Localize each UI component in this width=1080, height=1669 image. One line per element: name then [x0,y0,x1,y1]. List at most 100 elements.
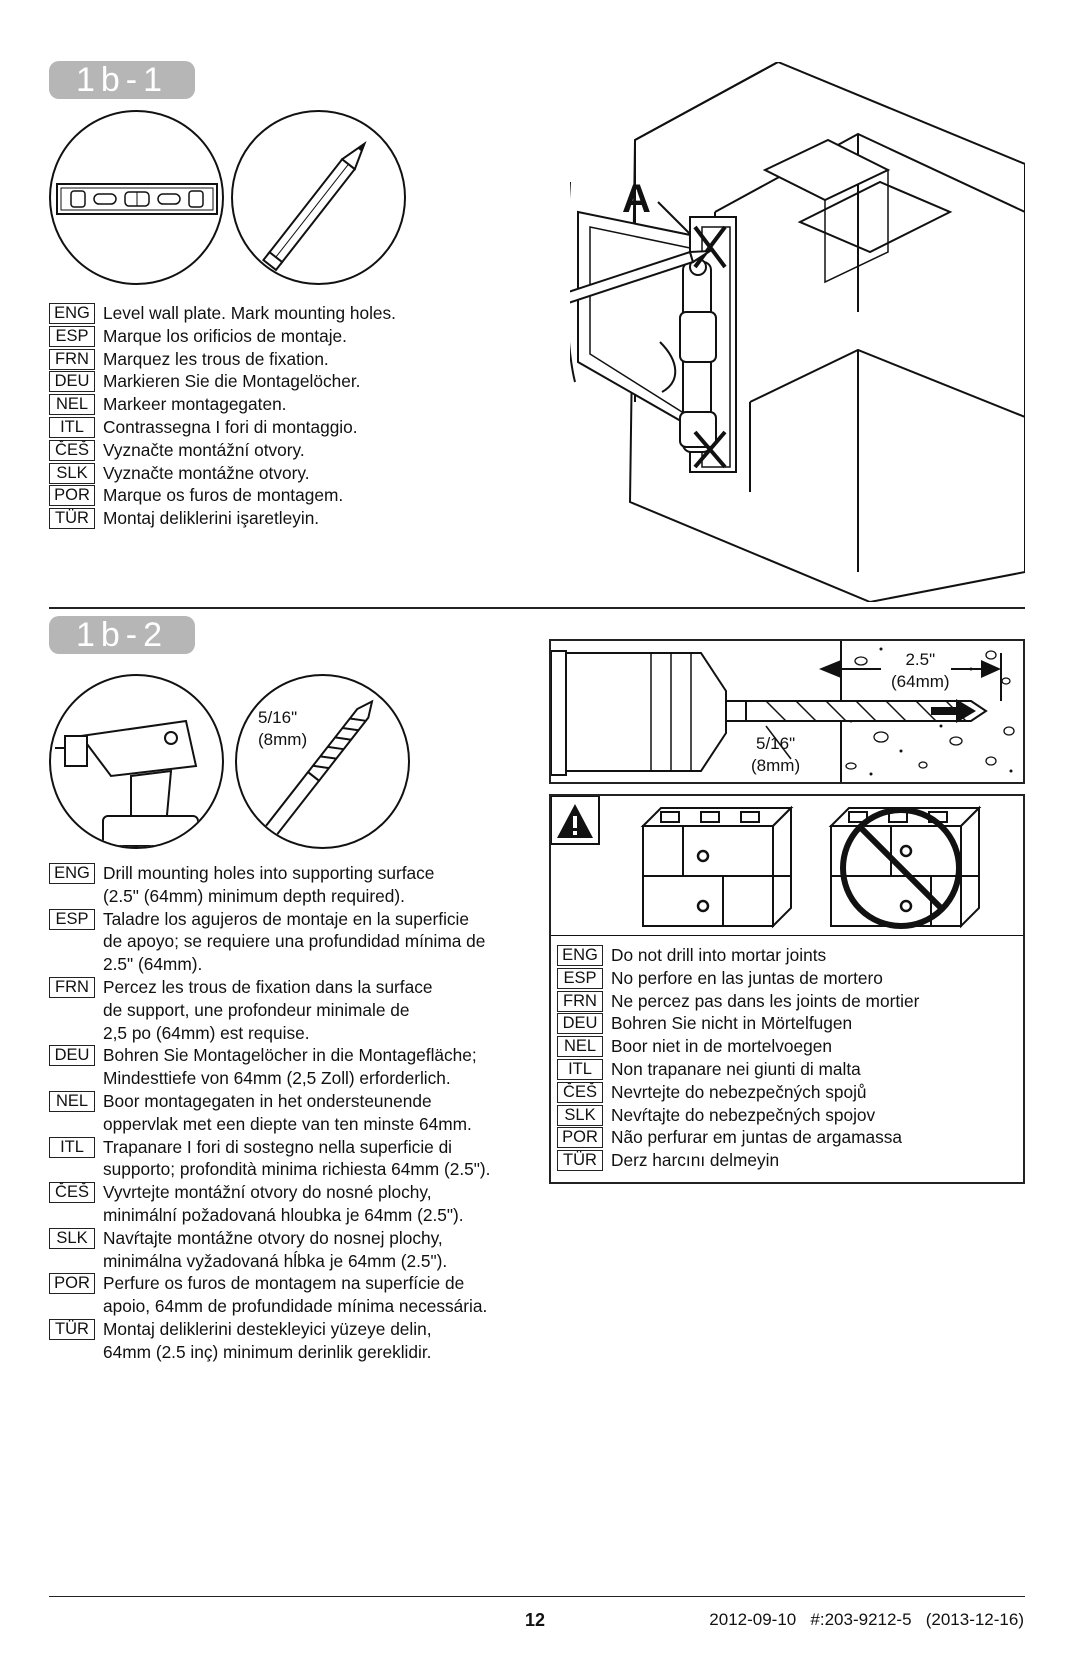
instruction-text: Montaj deliklerini işaretleyin. [103,508,320,529]
drill-depth-detail: 2.5" (64mm) 5/16" (8mm) [549,639,1025,784]
instruction-text: Marquez les trous de fixation. [103,348,329,369]
instruction-row: SLK Vyznačte montážne otvory. [49,462,396,485]
page-number: 12 [525,1610,546,1630]
depth-label: 2.5" (64mm) [891,649,950,693]
block-wall-mounting-illustration: A [570,62,1025,602]
step-badge-1b-2: 1b-2 [49,616,195,654]
instruction-row: DEU Bohren Sie Montagelöcher in die Monta… [49,1044,490,1090]
instruction-text: Boor montagegaten in het ondersteunende … [103,1090,472,1134]
instruction-row: TÜR Montaj deliklerini işaretleyin. [49,507,396,530]
lang-code: NEL [49,394,95,416]
instruction-text: Drill mounting holes into supporting sur… [103,863,435,906]
lang-code: POR [49,485,95,507]
lang-code: SLK [49,1227,95,1249]
bit-size-metric: (8mm) [258,730,308,749]
label-a: A [622,177,651,221]
instruction-text: Montaj deliklerini destekleyici yüzeye d… [103,1318,432,1362]
level-tool-illustration [49,110,224,285]
warning-row: POR Não perfurar em juntas de argamassa [557,1126,919,1149]
lang-code: TÜR [49,508,95,530]
prohibited-icon [840,807,962,929]
instruction-text: Perfure os furos de montagem na superfíc… [103,1273,488,1317]
bit-size-label: 5/16" (8mm) [258,707,307,751]
warning-row: TÜR Derz harcını delmeyin [557,1149,919,1172]
step2-instructions: ENG Drill mounting holes into supporting … [49,862,490,1364]
instruction-row: NEL Markeer montagegaten. [49,393,396,416]
instruction-text: Taladre los agujeros de montaje en la su… [103,908,486,975]
instruction-text: Navŕtajte montážne otvory do nosnej ploc… [103,1227,448,1271]
instruction-text: Markeer montagegaten. [103,394,287,415]
warning-text: Bohren Sie nicht in Mörtelfugen [611,1013,853,1034]
instruction-row: SLK Navŕtajte montážne otvory do nosnej p… [49,1227,490,1273]
warning-text: Ne percez pas dans les joints de mortier [611,990,920,1011]
lang-code: NEL [49,1090,95,1112]
lang-code: TÜR [557,1150,603,1172]
warning-row: ENG Do not drill into mortar joints [557,944,919,967]
step-badge-1b-1: 1b-1 [49,61,195,99]
lang-code: ITL [557,1058,603,1080]
lang-code: ENG [49,863,95,884]
warning-text: Do not drill into mortar joints [611,945,827,965]
instruction-row: DEU Markieren Sie die Montagelöcher. [49,370,396,393]
warning-text: Não perfurar em juntas de argamassa [611,1127,903,1148]
drill-illustration [49,674,224,849]
drill-depth-diagram [551,641,1023,782]
instruction-row: NEL Boor montagegaten in het ondersteunen… [49,1090,490,1136]
warning-text: No perfore en las juntas de mortero [611,967,883,988]
lang-code: DEU [49,1045,95,1067]
instruction-row: ENG Level wall plate. Mark mounting holes… [49,302,396,325]
instruction-text: Level wall plate. Mark mounting holes. [103,303,396,323]
lang-code: ENG [49,303,95,324]
instruction-text: Markieren Sie die Montagelöcher. [103,371,361,392]
lang-code: TÜR [49,1318,95,1340]
lang-code: ČEŠ [49,1182,95,1204]
instruction-text: Vyznačte montážne otvory. [103,462,310,483]
warning-row: NEL Boor niet in de mortelvoegen [557,1035,919,1058]
lang-code: POR [557,1127,603,1149]
step1-instructions: ENG Level wall plate. Mark mounting holes… [49,302,396,530]
lang-code: FRN [49,976,95,998]
instruction-row: ESP Marque los orificios de montaje. [49,325,396,348]
spirit-level-icon [56,183,218,215]
warning-text: Boor niet in de mortelvoegen [611,1036,832,1057]
bit-size-fraction: 5/16" [258,708,298,727]
instruction-text: Contrassegna I fori di montaggio. [103,416,358,437]
drill-bit-icon [263,699,374,838]
depth-mm: (64mm) [891,672,950,691]
pencil-illustration [231,110,406,285]
depth-inches: 2.5" [905,650,936,669]
lang-code: ENG [557,945,603,966]
pencil-icon [261,140,367,272]
document-id: 2012-09-10 #:203-9212-5 (2013-12-16) [709,1610,1024,1629]
lang-code: ESP [49,325,95,347]
warning-text: Derz harcını delmeyin [611,1150,780,1171]
instruction-text: Bohren Sie Montagelöcher in die Montagef… [103,1045,477,1089]
lang-code: SLK [49,462,95,484]
instruction-text: Marque los orificios de montaje. [103,325,347,346]
lang-code: SLK [557,1104,603,1126]
instruction-row: POR Perfure os furos de montagem na super… [49,1272,490,1318]
instruction-row: TÜR Montaj deliklerini destekleyici yüzey… [49,1318,490,1364]
warning-text: Nevrtejte do nebezpečných spojů [611,1081,867,1102]
instruction-text: Trapanare I fori di sostegno nella super… [103,1136,491,1180]
lang-code: DEU [49,371,95,393]
lang-code: NEL [557,1036,603,1058]
mortar-joint-diagram [551,796,1023,936]
lang-code: ČEŠ [49,439,95,461]
lang-code: POR [49,1273,95,1295]
